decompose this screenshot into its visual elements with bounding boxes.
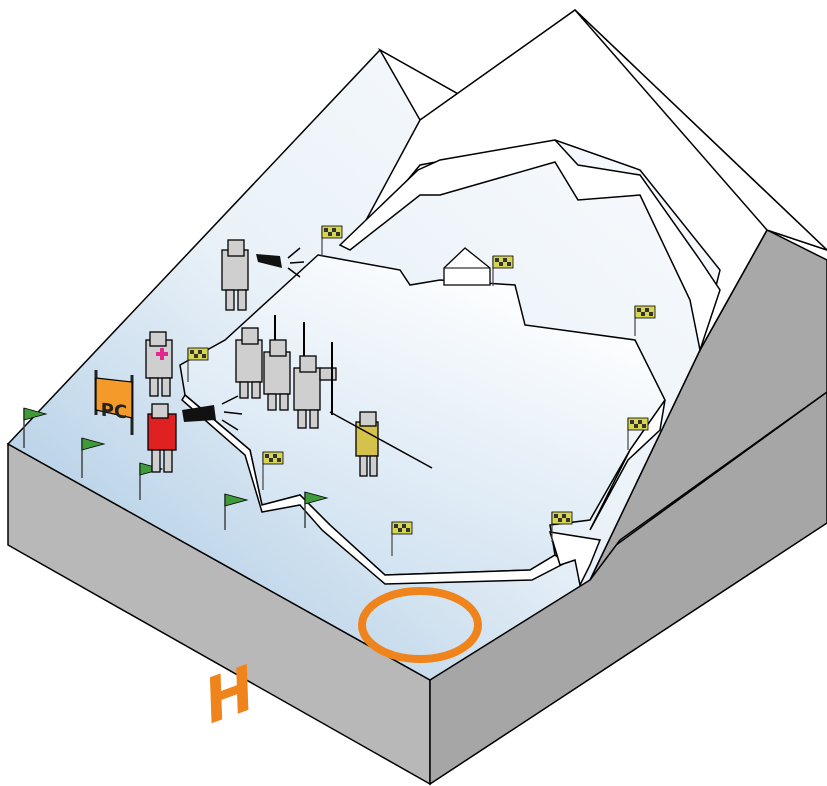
pc-banner-label: PC <box>101 400 127 424</box>
helipad-letter: H <box>204 650 254 741</box>
